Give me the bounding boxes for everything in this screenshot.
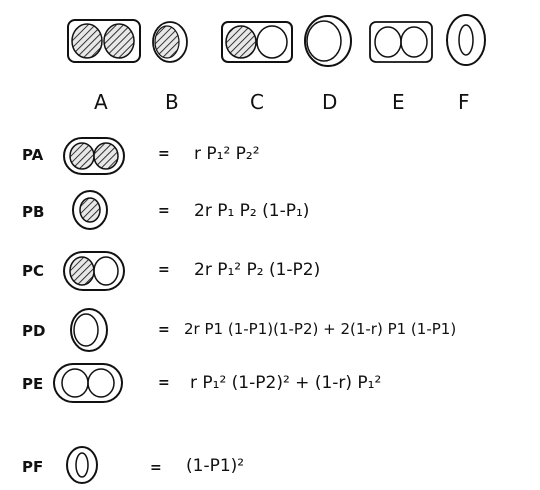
- equals-pf: =: [150, 460, 162, 476]
- figure-pc: [63, 251, 125, 291]
- row-label-pb: PB: [22, 203, 45, 221]
- row-label-pc: PC: [22, 262, 45, 280]
- row-label-pf: PF: [22, 458, 44, 476]
- row-label-pa: PA: [22, 146, 44, 164]
- figure-c: [221, 21, 293, 63]
- figure-b: [152, 21, 188, 63]
- equation-pa: r P₁² P₂²: [194, 144, 260, 164]
- figure-e: [369, 21, 433, 63]
- row-label-pd: PD: [22, 322, 46, 340]
- figure-d: [304, 15, 352, 67]
- label-d: D: [322, 90, 338, 114]
- figure-pf: [66, 446, 98, 484]
- label-f: F: [458, 90, 470, 114]
- equation-pe: r P₁² (1-P2)² + (1-r) P₁²: [190, 373, 382, 393]
- figure-pa: [63, 137, 125, 175]
- equation-pf: (1-P1)²: [186, 456, 245, 476]
- equals-pb: =: [158, 203, 170, 219]
- label-a: A: [94, 90, 108, 114]
- figure-pb: [72, 190, 108, 230]
- label-c: C: [250, 90, 264, 114]
- equation-pb: 2r P₁ P₂ (1-P₁): [194, 201, 310, 221]
- equals-pe: =: [158, 375, 170, 391]
- row-label-pe: PE: [22, 375, 44, 393]
- figure-pd: [70, 308, 108, 352]
- equation-pd: 2r P1 (1-P1)(1-P2) + 2(1-r) P1 (1-P1): [184, 320, 457, 338]
- figure-f: [446, 14, 486, 66]
- label-b: B: [165, 90, 179, 114]
- figure-a: [67, 19, 141, 63]
- equation-pc: 2r P₁² P₂ (1-P2): [194, 260, 321, 280]
- equals-pd: =: [158, 322, 170, 338]
- figure-pe: [53, 363, 123, 403]
- equals-pc: =: [158, 262, 170, 278]
- label-e: E: [392, 90, 405, 114]
- equals-pa: =: [158, 146, 170, 162]
